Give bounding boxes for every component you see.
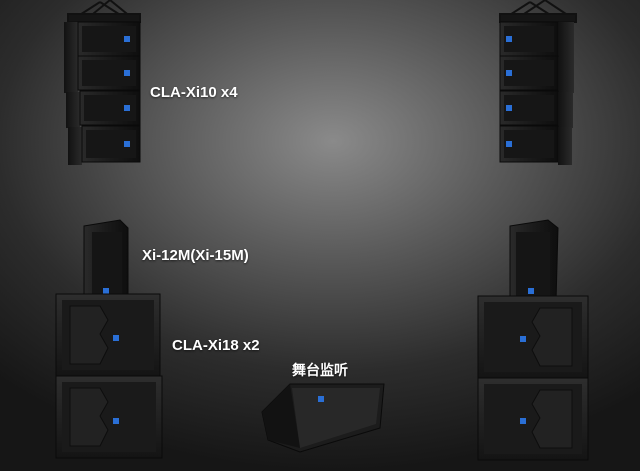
line-array-cabinet-icon — [499, 125, 572, 165]
left-subwoofer-stack — [55, 293, 163, 459]
subwoofer-label: CLA-Xi18 x2 — [172, 337, 260, 354]
stage-monitor-label: 舞台监听 — [292, 363, 348, 379]
line-array-cabinet-icon — [68, 125, 141, 165]
brand-logo-icon — [506, 70, 512, 76]
top-box-label: Xi-12M(Xi-15M) — [142, 247, 249, 264]
line-array-cabinet-icon — [499, 21, 574, 58]
line-array-cabinet-icon — [64, 21, 141, 58]
right-top-box — [509, 219, 559, 303]
subwoofer-icon — [55, 375, 163, 459]
brand-logo-icon — [124, 70, 130, 76]
right-line-array — [499, 0, 577, 165]
monitor-wedge-icon — [261, 383, 385, 453]
brand-logo-icon — [103, 288, 109, 294]
line-array-label: CLA-Xi10 x4 — [150, 84, 238, 101]
bracket-icon — [67, 0, 141, 23]
brand-logo-icon — [113, 335, 119, 341]
line-array-cabinet-icon — [64, 55, 141, 93]
line-array-cabinet-icon — [499, 55, 574, 93]
brand-logo-icon — [124, 36, 130, 42]
subwoofer-icon — [477, 377, 589, 461]
brand-logo-icon — [520, 418, 526, 424]
brand-logo-icon — [520, 336, 526, 342]
brand-logo-icon — [124, 105, 130, 111]
right-subwoofer-stack — [477, 295, 589, 461]
line-array-cabinet-icon — [499, 90, 573, 128]
brand-logo-icon — [506, 36, 512, 42]
brand-logo-icon — [318, 396, 324, 402]
line-array-cabinet-icon — [66, 90, 141, 128]
brand-logo-icon — [124, 141, 130, 147]
left-top-box — [83, 219, 129, 303]
brand-logo-icon — [528, 288, 534, 294]
brand-logo-icon — [113, 418, 119, 424]
subwoofer-icon — [55, 293, 161, 377]
left-line-array — [64, 0, 141, 165]
brand-logo-icon — [506, 105, 512, 111]
subwoofer-icon — [477, 295, 589, 379]
brand-logo-icon — [506, 141, 512, 147]
bracket-icon — [499, 0, 577, 23]
